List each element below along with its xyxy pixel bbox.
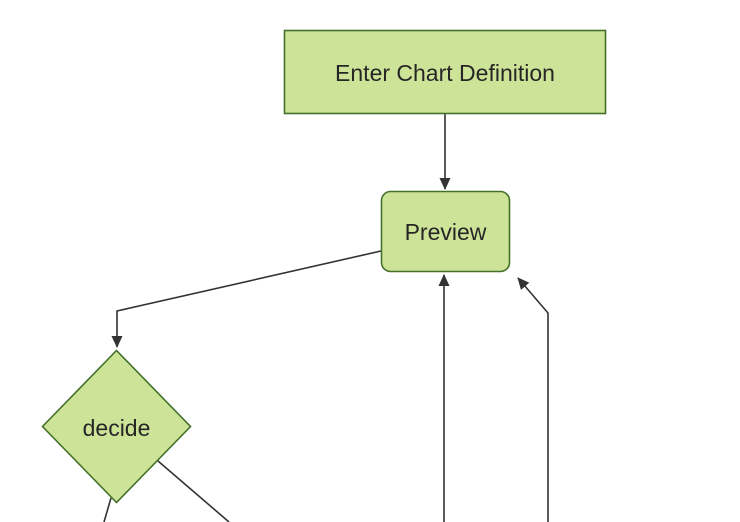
- preview-label: Preview: [405, 219, 487, 245]
- edge-preview-to-decide: [111, 250, 382, 348]
- edge-decide-to-offscreen-left: [103, 497, 112, 522]
- node-preview: Preview: [380, 190, 511, 273]
- node-decide: decide: [41, 349, 192, 504]
- edge-decide-to-offscreen-right: [157, 460, 230, 522]
- edge-bottom-right-to-preview: [517, 277, 549, 522]
- decide-label: decide: [83, 415, 151, 441]
- node-enter-chart-definition: Enter Chart Definition: [283, 29, 607, 115]
- preview-rect: [380, 190, 511, 273]
- enter-chart-definition-rect: [283, 29, 607, 115]
- enter-chart-definition-label: Enter Chart Definition: [335, 60, 555, 86]
- decide-diamond: [41, 349, 192, 504]
